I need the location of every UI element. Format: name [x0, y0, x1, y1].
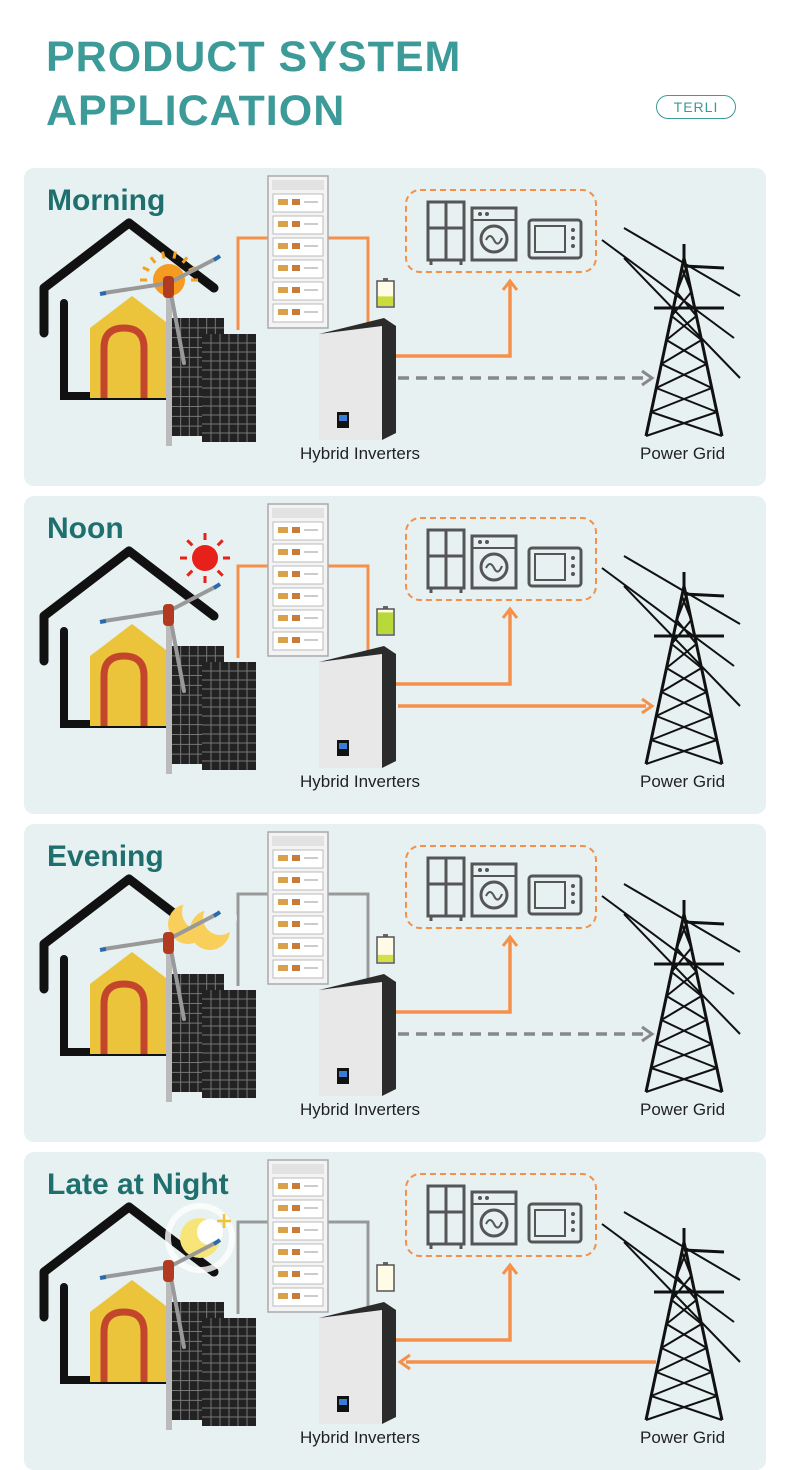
sun-noon-icon [180, 533, 230, 583]
appliances-box [405, 1173, 597, 1257]
power-pylon-icon [601, 555, 741, 765]
solar-panel-icon [172, 318, 256, 442]
grid-flow-arrow [397, 1353, 656, 1371]
hybrid-inverters-label: Hybrid Inverters [300, 1100, 420, 1119]
fridge-icon [426, 1184, 466, 1249]
house-icon [39, 218, 219, 400]
power-pylon-icon [601, 883, 741, 1093]
battery-charge-icon [376, 1262, 395, 1292]
power-grid-label: Power Grid [640, 1100, 726, 1119]
moon-evening-icon [168, 894, 237, 950]
wind-turbine-icon [99, 1238, 222, 1430]
source-lines [236, 236, 370, 330]
hybrid-inverter-icon [319, 974, 396, 1096]
source-lines [236, 564, 370, 658]
washing-machine-icon [470, 206, 518, 262]
washing-machine-icon [470, 862, 518, 918]
battery-charge-icon [376, 278, 395, 308]
panel-late-at-night: Late at Night Hybrid Inverters Power Gri… [24, 1152, 766, 1470]
battery-charge-icon [376, 934, 395, 964]
scene-illustration [39, 1159, 741, 1430]
page-title-line1: PRODUCT SYSTEM [46, 33, 462, 81]
source-lines [236, 892, 370, 986]
load-flow-arrow [396, 1262, 519, 1342]
source-lines [236, 1220, 370, 1314]
hybrid-inverters-label: Hybrid Inverters [300, 444, 420, 463]
grid-flow-arrow [398, 369, 655, 387]
power-pylon-icon [601, 227, 741, 437]
battery-charge-icon [376, 606, 395, 636]
power-grid-label: Power Grid [640, 444, 726, 463]
moon-night-icon [165, 1203, 235, 1273]
grid-flow-arrow [398, 1025, 655, 1043]
power-grid-label: Power Grid [640, 1428, 726, 1447]
house-icon [39, 546, 219, 728]
wind-turbine-icon [99, 254, 222, 446]
battery-rack-icon [267, 503, 329, 657]
wind-turbine-icon [99, 582, 222, 774]
fridge-icon [426, 528, 466, 593]
appliances-box [405, 845, 597, 929]
wind-turbine-icon [99, 910, 222, 1102]
microwave-icon [527, 546, 583, 588]
scene-illustration [39, 175, 741, 446]
scene-illustration [39, 503, 741, 774]
fridge-icon [426, 200, 466, 265]
power-grid-label: Power Grid [640, 772, 726, 791]
load-flow-arrow [396, 934, 519, 1014]
power-pylon-icon [601, 1211, 741, 1421]
house-icon [39, 874, 219, 1056]
panel-title: Morning [47, 184, 166, 217]
hybrid-inverters-label: Hybrid Inverters [300, 1428, 420, 1447]
brand-badge: TERLI [656, 95, 736, 119]
panel-title: Late at Night [47, 1168, 229, 1201]
load-flow-arrow [396, 606, 519, 686]
page-title-line2: APPLICATION [46, 87, 346, 135]
panel-morning: Morning Hybrid Inverters Power Grid [24, 168, 766, 486]
panel-noon: Noon Hybrid Inverters Power Grid [24, 496, 766, 814]
panel-evening: Evening Hybrid Inverters Power Grid [24, 824, 766, 1142]
panel-title: Noon [47, 512, 124, 545]
solar-panel-icon [172, 646, 256, 770]
battery-rack-icon [267, 1159, 329, 1313]
scene-illustration [39, 831, 741, 1102]
page-title: PRODUCT SYSTEM APPLICATION [46, 30, 461, 138]
microwave-icon [527, 218, 583, 260]
battery-rack-icon [267, 831, 329, 985]
hybrid-inverter-icon [319, 646, 396, 768]
washing-machine-icon [470, 1190, 518, 1246]
microwave-icon [527, 1202, 583, 1244]
hybrid-inverters-label: Hybrid Inverters [300, 772, 420, 791]
solar-panel-icon [172, 1302, 256, 1426]
appliances-box [405, 189, 597, 273]
battery-rack-icon [267, 175, 329, 329]
microwave-icon [527, 874, 583, 916]
house-icon [39, 1202, 219, 1384]
fridge-icon [426, 856, 466, 921]
solar-panel-icon [172, 974, 256, 1098]
hybrid-inverter-icon [319, 1302, 396, 1424]
panel-title: Evening [47, 840, 164, 873]
hybrid-inverter-icon [319, 318, 396, 440]
grid-flow-arrow [398, 697, 655, 715]
appliances-box [405, 517, 597, 601]
load-flow-arrow [396, 278, 519, 358]
washing-machine-icon [470, 534, 518, 590]
